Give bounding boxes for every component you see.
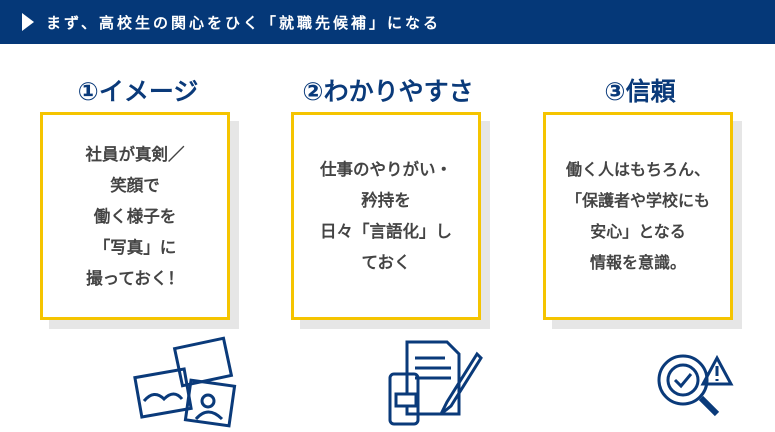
card-image: 社員が真剣／ 笑顔で 働く様子を 「写真」に 撮っておく！ xyxy=(40,112,239,329)
header-banner: まず、高校生の関心をひく「就職先候補」になる xyxy=(0,0,775,44)
card-clarity: 仕事のやりがい・ 矜持を 日々「言語化」し ておく xyxy=(291,112,490,329)
card-text: 社員が真剣／ 笑顔で 働く様子を 「写真」に 撮っておく！ xyxy=(85,144,185,288)
photos-icon xyxy=(133,336,237,428)
play-triangle-icon xyxy=(22,13,34,31)
column-title-clarity: ②わかりやすさ xyxy=(302,77,474,106)
banner-text: まず、高校生の関心をひく「就職先候補」になる xyxy=(46,13,441,32)
card-trust: 働く人はもちろん、 「保護者や学校にも 安心」となる 情報を意識。 xyxy=(543,112,742,329)
column-title-image: ①イメージ xyxy=(77,77,199,106)
card-text: 働く人はもちろん、 「保護者や学校にも 安心」となる 情報を意識。 xyxy=(565,160,710,272)
column-title-trust: ③信頼 xyxy=(604,77,676,106)
document-phone-pen-icon xyxy=(388,340,483,426)
card-text: 仕事のやりがい・ 矜持を 日々「言語化」し ておく xyxy=(320,160,452,272)
magnifier-check-warning-icon xyxy=(657,354,734,417)
